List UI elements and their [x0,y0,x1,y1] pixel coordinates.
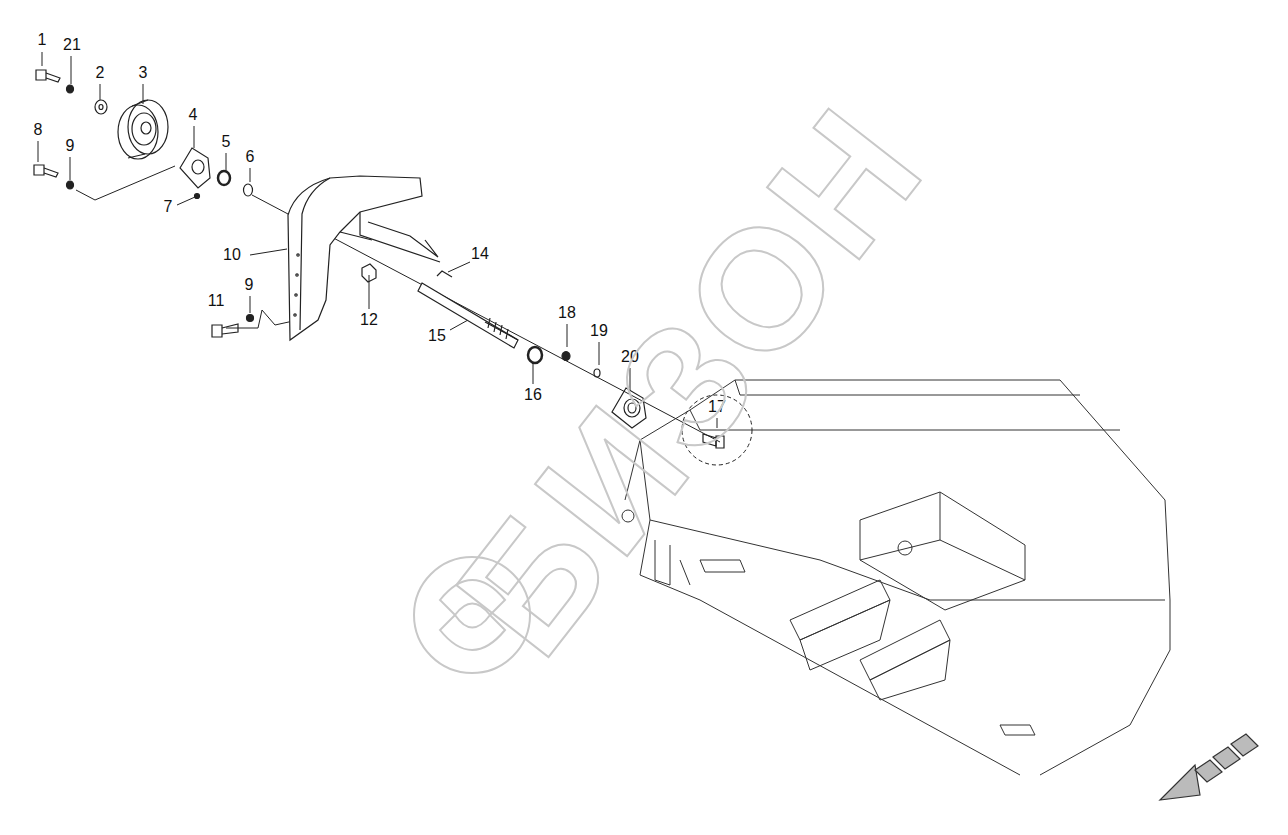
callout-number: 3 [139,65,148,81]
callout-number: 10 [223,247,241,263]
callout-number: 9 [66,138,75,154]
callout-number: 5 [222,134,231,150]
callout-number: 11 [208,293,225,309]
callout-number: 14 [471,246,489,262]
callout-number: 2 [96,65,105,81]
callout-number: 1 [38,32,47,48]
callout-number: 12 [360,312,378,328]
callout-number: 21 [63,37,81,53]
callout-number: 15 [428,328,446,344]
callout-number: 19 [590,323,608,339]
callout-number: 6 [246,149,255,165]
callout-number: 16 [524,387,542,403]
callout-number: 7 [164,199,173,215]
callout-number: 8 [34,122,43,138]
callout-number: 18 [558,305,576,321]
callout-number: 9 [245,277,254,293]
callout-number: 4 [189,107,198,123]
